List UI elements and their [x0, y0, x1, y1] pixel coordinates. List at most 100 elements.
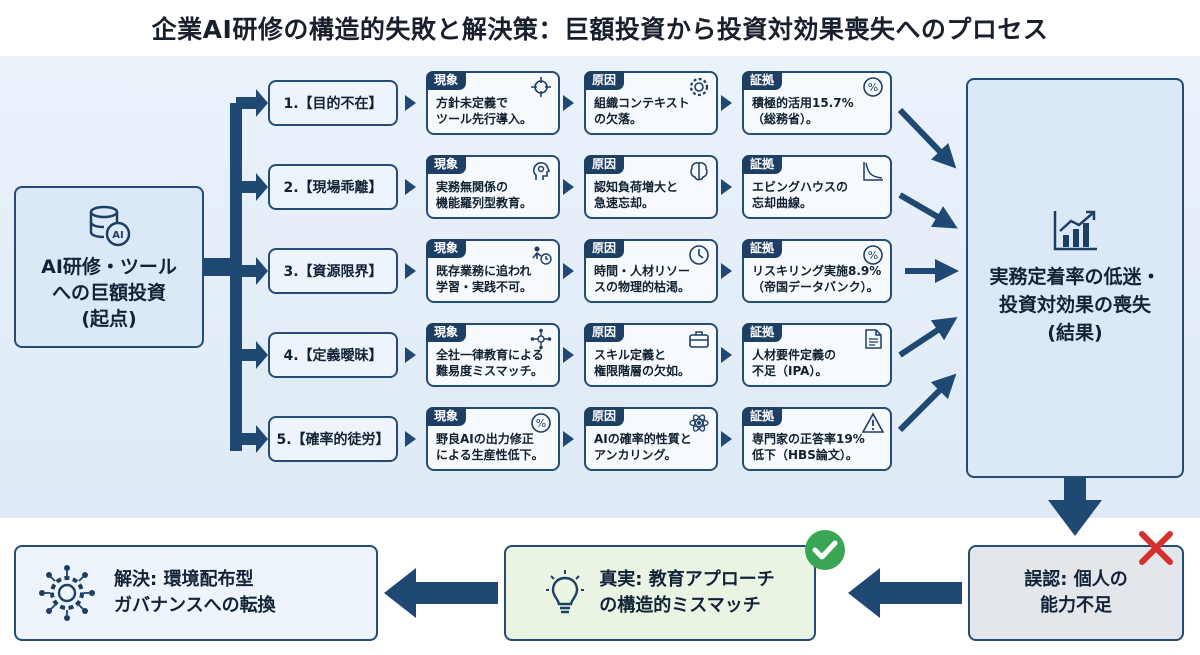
cause-text: 時間・人材リソースの物理的枯渇。 — [594, 263, 716, 295]
text-line: 権限階層の欠如。 — [594, 364, 691, 378]
evidence-card-1: 証拠 % 積極的活用15.7% （総務省）。 — [742, 71, 892, 135]
convergence-arrows — [897, 107, 959, 433]
text-line: 学習・実践不可。 — [436, 280, 533, 294]
clock-icon — [689, 245, 709, 265]
document-icon — [865, 329, 882, 349]
text-line: 急速忘却。 — [594, 196, 655, 210]
evidence-card-4: 証拠 人材要件定義の不足（IPA）。 — [742, 323, 892, 387]
text-line: スの物理的枯渇。 — [594, 280, 691, 294]
phenomenon-tag: 現象 — [426, 323, 467, 342]
misconception-line-1: 誤認: 個人の — [1024, 569, 1128, 590]
text-line: （総務省）。 — [752, 112, 819, 126]
text-line: の欠落。 — [594, 112, 643, 126]
text-line: による生産性低下。 — [436, 448, 544, 462]
cause-text: 組織コンテキストの欠落。 — [594, 95, 716, 127]
origin-box: AI AI研修・ツール への巨額投資 (起点) — [14, 186, 204, 348]
phenomenon-tag: 現象 — [426, 407, 467, 426]
left-arrow-1 — [848, 568, 962, 618]
phenomenon-tag: 現象 — [426, 155, 467, 174]
evidence-tag: 証拠 — [742, 71, 783, 90]
solution-label: 解決: 環境配布型 ガバナンスへの転換 — [114, 567, 276, 619]
text-line: （帝国データバンク）。 — [752, 280, 879, 294]
phenomenon-tag: 現象 — [426, 71, 467, 90]
evidence-card-2: 証拠 エビングハウスの忘却曲線。 — [742, 155, 892, 219]
origin-line-1: AI研修・ツール — [41, 256, 177, 278]
origin-connector — [204, 258, 236, 276]
text-line: アンカリング。 — [594, 448, 677, 462]
phenomenon-text: 既存業務に追われ学習・実践不可。 — [436, 263, 558, 295]
phenomenon-card-2: 現象 実務無関係の機能羅列型教育。 — [426, 155, 560, 219]
solution-line-2: ガバナンスへの転換 — [114, 595, 276, 616]
solution-box: 解決: 環境配布型 ガバナンスへの転換 — [14, 545, 378, 641]
cause-card-4: 原因 スキル定義と権限階層の欠如。 — [584, 323, 718, 387]
branch-arrows — [236, 89, 268, 453]
cause-tag: 原因 — [584, 155, 625, 174]
truth-box: 真実: 教育アプローチ の構造的ミスマッチ — [504, 545, 816, 641]
result-line-3: (結果) — [1047, 322, 1103, 344]
percent-icon: % — [531, 413, 551, 433]
category-box-1: 1.【目的不在】 — [268, 80, 398, 126]
text-line: リスキリング実施8.9% — [752, 264, 882, 278]
network-icon — [530, 328, 552, 350]
origin-label: AI研修・ツール への巨額投資 (起点) — [41, 254, 177, 332]
text-line: 組織コンテキスト — [594, 96, 690, 110]
cause-text: 認知負荷増大と急速忘却。 — [594, 179, 716, 211]
category-box-4: 4.【定義曖昧】 — [268, 332, 398, 378]
decay-curve-icon — [863, 162, 883, 181]
svg-text:%: % — [536, 417, 546, 430]
evidence-text: 人材要件定義の不足（IPA）。 — [752, 347, 892, 379]
text-line: 人材要件定義の — [752, 348, 837, 362]
evidence-card-3: 証拠 % リスキリング実施8.9% （帝国データバンク）。 — [742, 239, 892, 303]
page-title: 企業AI研修の構造的失敗と解決策：巨額投資から投資対効果喪失へのプロセス — [151, 15, 1049, 44]
cause-tag: 原因 — [584, 323, 625, 342]
text-line: 積極的活用15.7% — [752, 96, 854, 110]
target-icon — [531, 77, 551, 97]
percent-gauge-icon: % — [863, 77, 883, 97]
text-line: スキル定義と — [594, 348, 667, 362]
cause-tag: 原因 — [584, 407, 625, 426]
text-line: ツール先行導入。 — [436, 112, 533, 126]
result-line-2: 投資対効果の喪失 — [998, 294, 1151, 316]
phenomenon-tag: 現象 — [426, 239, 467, 258]
text-line: 認知負荷増大と — [594, 180, 679, 194]
evidence-tag: 証拠 — [742, 239, 783, 258]
evidence-card-5: 証拠 専門家の正答率19%低下（HBS論文）。 — [742, 407, 892, 471]
phenomenon-text: 野良AIの出力修正による生産性低下。 — [436, 431, 558, 463]
result-box: 実務定着率の低迷・ 投資対効果の喪失 (結果) — [966, 78, 1184, 478]
briefcase-icon — [689, 331, 709, 348]
brain-icon — [690, 162, 708, 181]
cause-card-1: 原因 組織コンテキストの欠落。 — [584, 71, 718, 135]
truth-label: 真実: 教育アプローチ の構造的ミスマッチ — [599, 567, 774, 619]
category-box-5: 5.【確率的徒労】 — [268, 416, 398, 462]
cause-tag: 原因 — [584, 239, 625, 258]
text-line: AIの確率的性質と — [594, 432, 692, 446]
percent-gauge-icon: % — [863, 245, 883, 265]
phenomenon-text: 全社一律教育による難易度ミスマッチ。 — [436, 347, 558, 379]
head-gear-icon — [532, 162, 551, 180]
text-line: 方針未定義で — [436, 96, 509, 110]
svg-text:AI: AI — [112, 230, 123, 241]
cause-text: スキル定義と権限階層の欠如。 — [594, 347, 716, 379]
text-line: エビングハウスの — [752, 180, 849, 194]
text-line: 全社一律教育による — [436, 348, 544, 362]
cause-card-3: 原因 時間・人材リソースの物理的枯渇。 — [584, 239, 718, 303]
text-line: 忘却曲線。 — [752, 196, 813, 210]
truth-line-2: の構造的ミスマッチ — [599, 595, 761, 616]
phenomenon-card-4: 現象 全社一律教育による難易度ミスマッチ。 — [426, 323, 560, 387]
evidence-tag: 証拠 — [742, 407, 783, 426]
evidence-text: エビングハウスの忘却曲線。 — [752, 179, 892, 211]
atom-icon — [689, 414, 709, 432]
origin-line-2: への巨額投資 — [51, 282, 166, 304]
result-line-1: 実務定着率の低迷・ — [989, 266, 1161, 288]
bar-chart-icon — [1053, 210, 1097, 251]
text-line: 時間・人材リソー — [594, 264, 691, 278]
text-line: 機能羅列型教育。 — [436, 196, 533, 210]
left-arrow-2 — [384, 568, 498, 618]
truth-line-1: 真実: 教育アプローチ — [599, 569, 775, 590]
phenomenon-card-5: 現象 % 野良AIの出力修正による生産性低下。 — [426, 407, 560, 471]
text-line: 既存業務に追われ — [436, 264, 532, 278]
gear-icon — [689, 77, 709, 97]
lightbulb-icon — [546, 570, 585, 614]
phenomenon-card-3: 現象 既存業務に追われ学習・実践不可。 — [426, 239, 560, 303]
